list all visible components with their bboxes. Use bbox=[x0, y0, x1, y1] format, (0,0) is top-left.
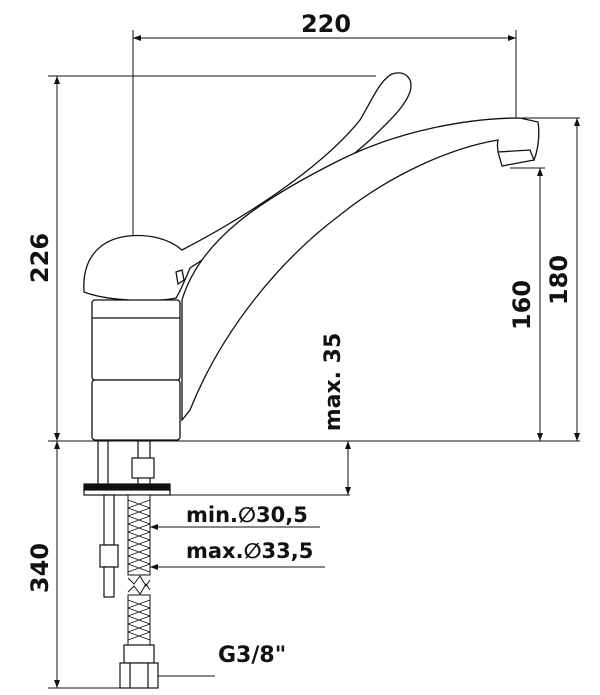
nut bbox=[99, 544, 119, 568]
dim-340: 340 bbox=[26, 543, 54, 593]
lever-handle bbox=[83, 72, 412, 302]
arrowheads bbox=[54, 35, 580, 688]
dim-max-dia: max.∅33,5 bbox=[186, 539, 313, 563]
mounting-parts bbox=[83, 440, 171, 598]
hose-braid-pattern bbox=[127, 499, 151, 641]
washer bbox=[83, 483, 171, 491]
aerator bbox=[497, 149, 535, 167]
thread-nut bbox=[119, 644, 159, 689]
dim-min-dia: min.∅30,5 bbox=[186, 503, 308, 527]
faucet-body bbox=[83, 72, 540, 441]
cartridge-body bbox=[91, 299, 181, 381]
dim-226: 226 bbox=[26, 233, 54, 283]
dim-160: 160 bbox=[508, 280, 536, 330]
base-body bbox=[91, 379, 181, 441]
fix-rod bbox=[103, 494, 115, 546]
dimension-lines bbox=[48, 30, 580, 689]
spout bbox=[181, 117, 540, 422]
dim-max-35: max. 35 bbox=[321, 333, 346, 432]
dim-220: 220 bbox=[301, 10, 351, 38]
dim-thread: G3/8" bbox=[218, 643, 286, 668]
dim-180: 180 bbox=[545, 255, 573, 305]
